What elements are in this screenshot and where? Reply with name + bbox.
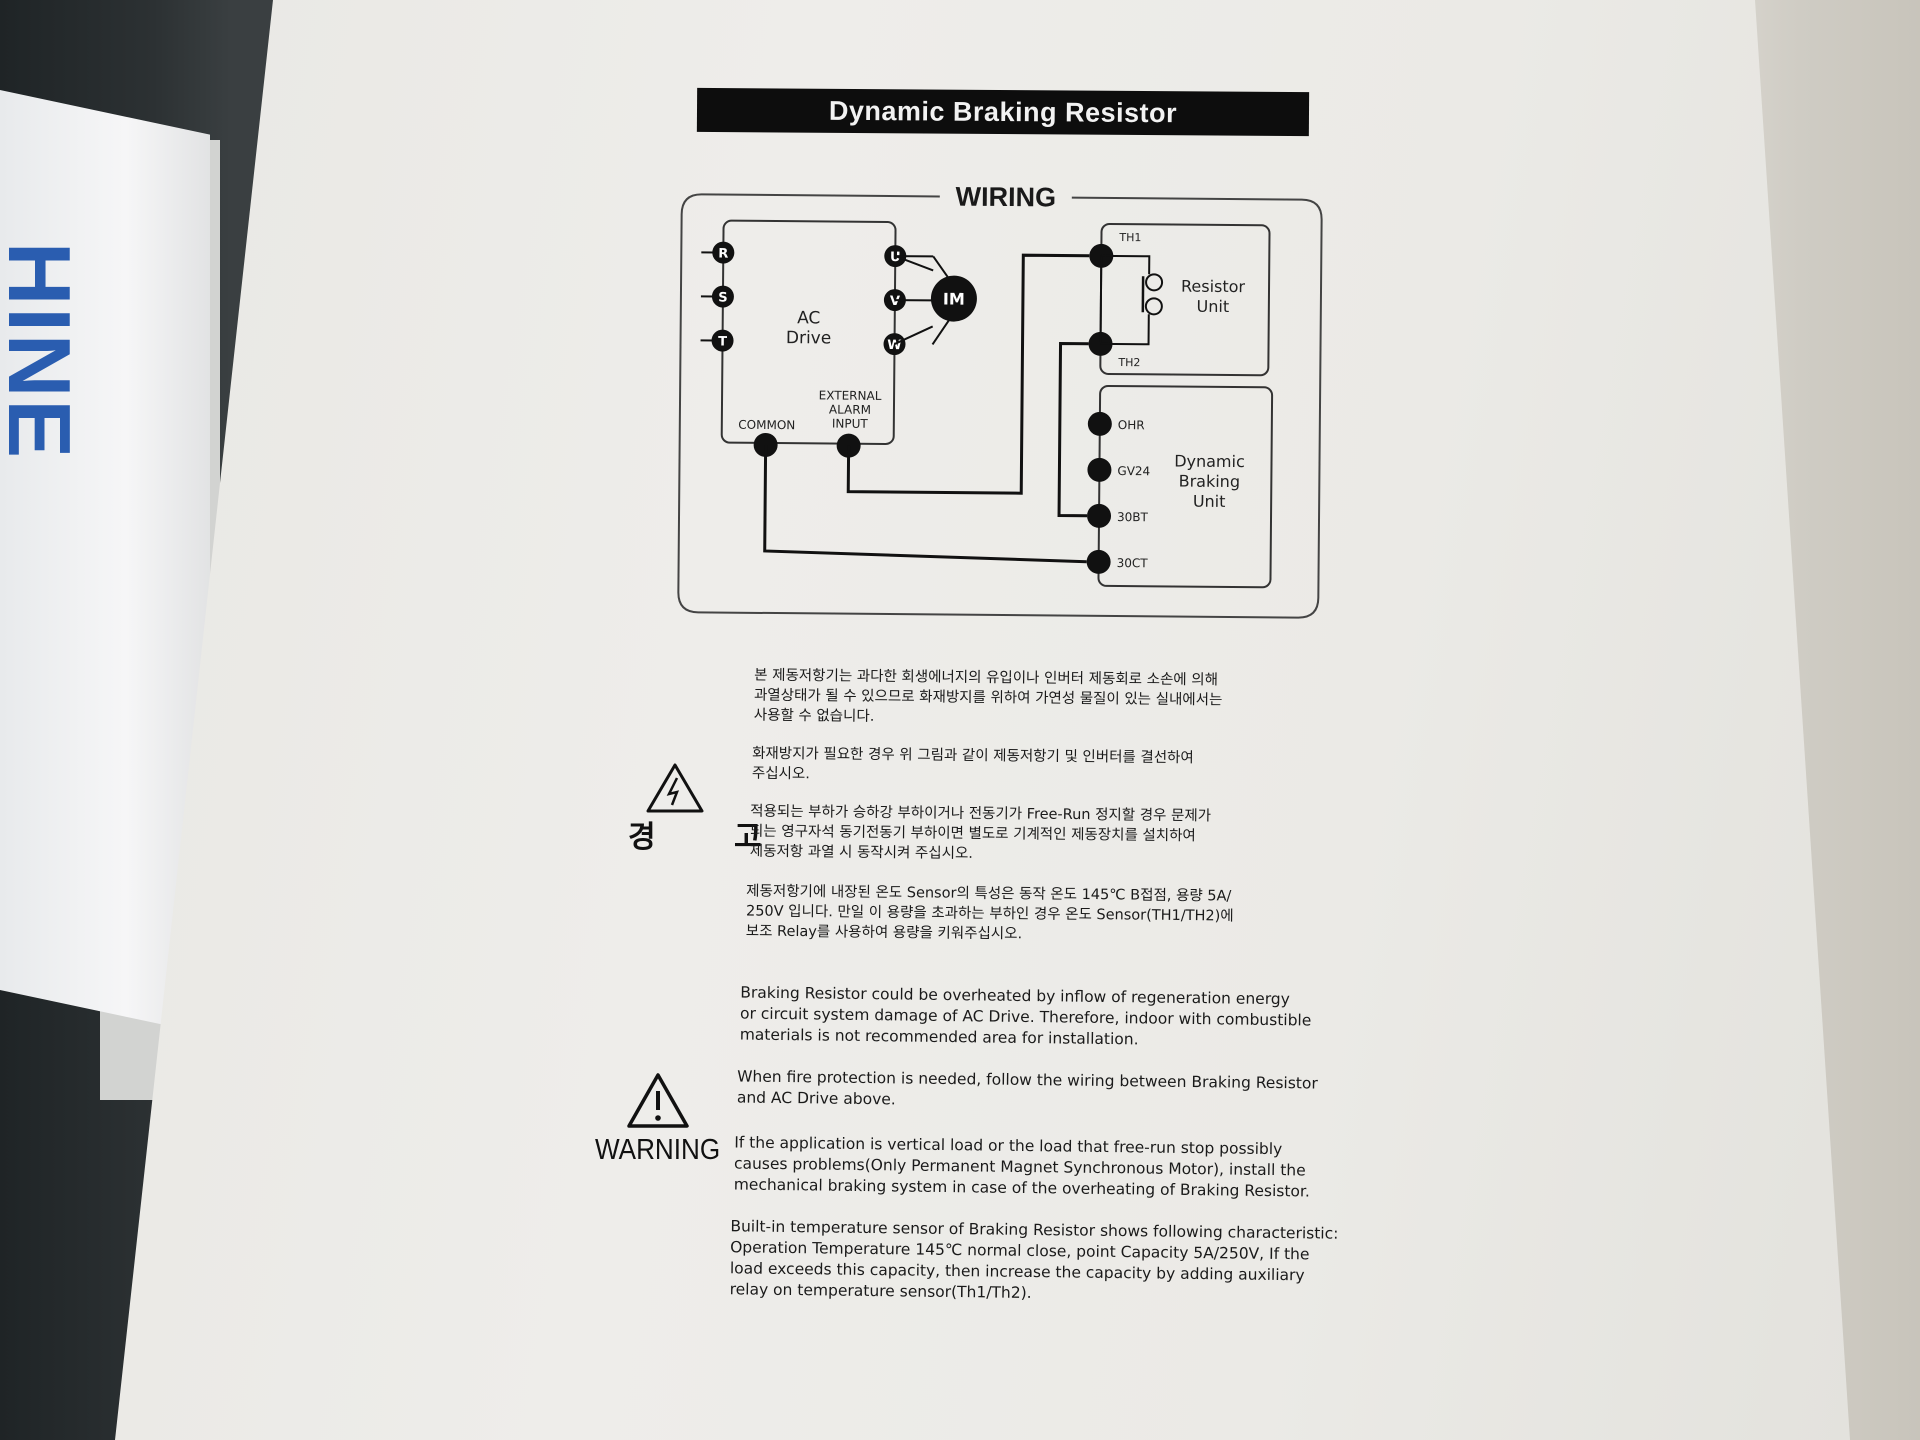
braking-unit-label: Unit	[1193, 492, 1226, 511]
warning-en-paragraph-2: When fire protection is needed, follow t…	[736, 1067, 1318, 1109]
warning-label-kr: 경 고	[628, 820, 796, 855]
warning-en-paragraph-1: Braking Resistor could be overheated by …	[739, 983, 1312, 1049]
external-alarm-label: ALARM	[829, 403, 871, 417]
terminal-t: T	[718, 335, 727, 350]
electric-warning-icon	[646, 763, 704, 813]
warning-en-paragraph-4: Built-in temperature sensor of Braking R…	[729, 1217, 1339, 1302]
warning-kr-paragraph-2: 화재방지가 필요한 경우 위 그림과 같이 제동저항기 및 인버터를 결선하여 …	[751, 745, 1194, 783]
wiring-diagram: WIRING AC Drive R S T U V W IM COMMON EX…	[677, 182, 1323, 619]
terminal-ohr: OHR	[1118, 418, 1145, 432]
terminal-th1: TH1	[1118, 231, 1141, 244]
terminal-30bt: 30BT	[1117, 510, 1149, 524]
terminal-r: R	[718, 247, 728, 262]
warning-kr-paragraph-4: 제동저항기에 내장된 온도 Sensor의 특성은 동작 온도 145℃ B접점…	[745, 883, 1234, 943]
wiring-title: WIRING	[955, 182, 1056, 213]
warning-kr-paragraph-3: 적용되는 부하가 승하강 부하이거나 전동기가 Free-Run 정지할 경우 …	[749, 803, 1212, 862]
braking-unit-label: Braking	[1179, 472, 1241, 492]
warning-label-en: WARNING	[595, 1134, 721, 1166]
warning-kr-paragraph-1: 본 제동저항기는 과다한 회생에너지의 유입이나 인버터 제동회로 소손에 의해…	[753, 667, 1223, 725]
box-brand-text: HINE	[0, 241, 90, 461]
device-panel	[115, 0, 1850, 1440]
terminal-v: V	[890, 294, 900, 309]
external-alarm-label: EXTERNAL	[819, 388, 882, 403]
terminal-gv24: GV24	[1117, 464, 1150, 478]
braking-unit-label: Dynamic	[1174, 452, 1245, 472]
external-alarm-label: INPUT	[832, 417, 869, 431]
terminal-s: S	[718, 291, 728, 306]
resistor-unit-label: Resistor	[1181, 277, 1246, 297]
motor-label: IM	[943, 289, 965, 308]
title-bar: Dynamic Braking Resistor	[696, 87, 1310, 137]
terminal-th2: TH2	[1117, 356, 1140, 369]
terminal-w: W	[887, 338, 901, 353]
warning-icon	[627, 1073, 689, 1128]
resistor-unit-label: Unit	[1196, 297, 1229, 316]
common-label: COMMON	[738, 418, 795, 432]
label-title: Dynamic Braking Resistor	[828, 95, 1178, 129]
ac-drive-label: Drive	[786, 328, 832, 348]
terminal-30ct: 30CT	[1117, 556, 1149, 570]
terminal-u: U	[890, 250, 901, 265]
warning-en-paragraph-3: If the application is vertical load or t…	[733, 1133, 1310, 1201]
ac-drive-label: AC	[797, 308, 820, 328]
